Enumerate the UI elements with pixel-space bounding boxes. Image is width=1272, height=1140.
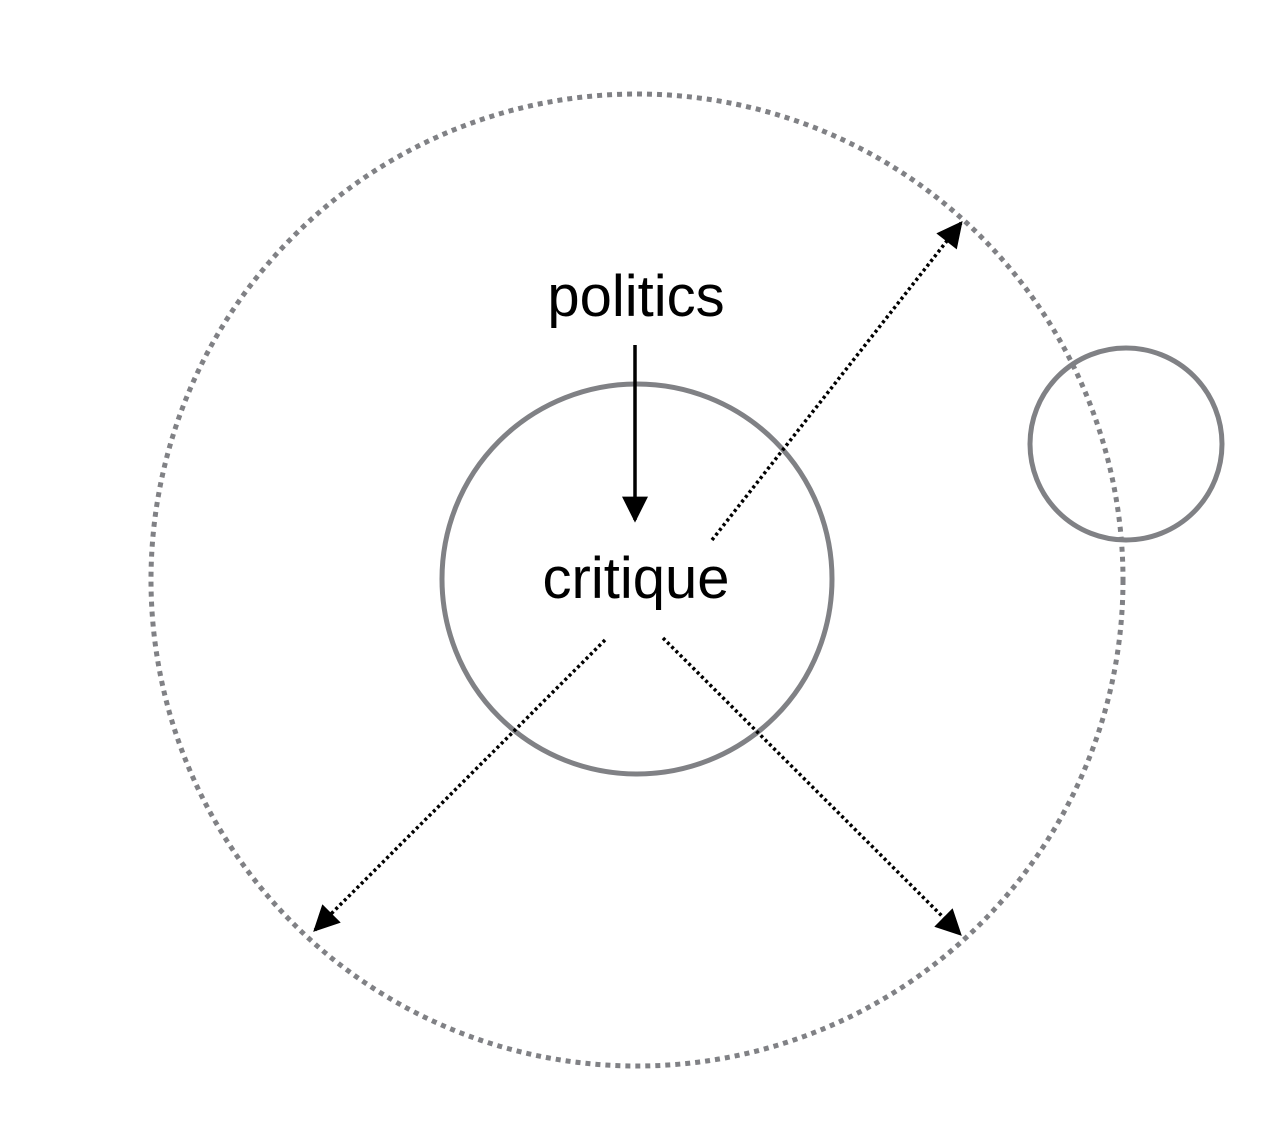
critique-label: critique [543, 546, 730, 611]
politics-label: politics [547, 264, 724, 329]
small-external-circle [1027, 345, 1225, 543]
dotted-arrow-lower-left [313, 638, 607, 932]
dotted-arrow-upper-right [710, 220, 963, 542]
outer-dotted-circle [148, 91, 1126, 1069]
inner-circle [439, 381, 835, 777]
dotted-arrow-lower-right [661, 636, 962, 936]
